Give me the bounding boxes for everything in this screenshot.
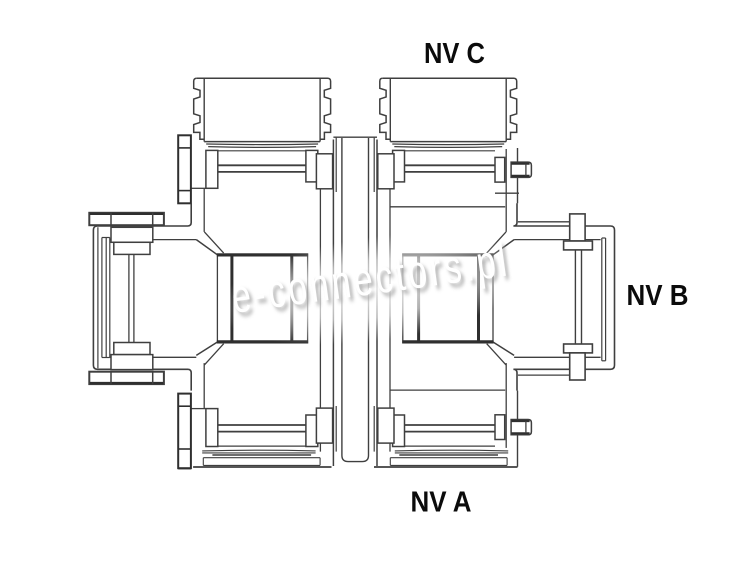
svg-text:NV A: NV A [411,487,472,519]
svg-text:NV C: NV C [424,38,485,70]
svg-text:NV B: NV B [627,280,689,312]
